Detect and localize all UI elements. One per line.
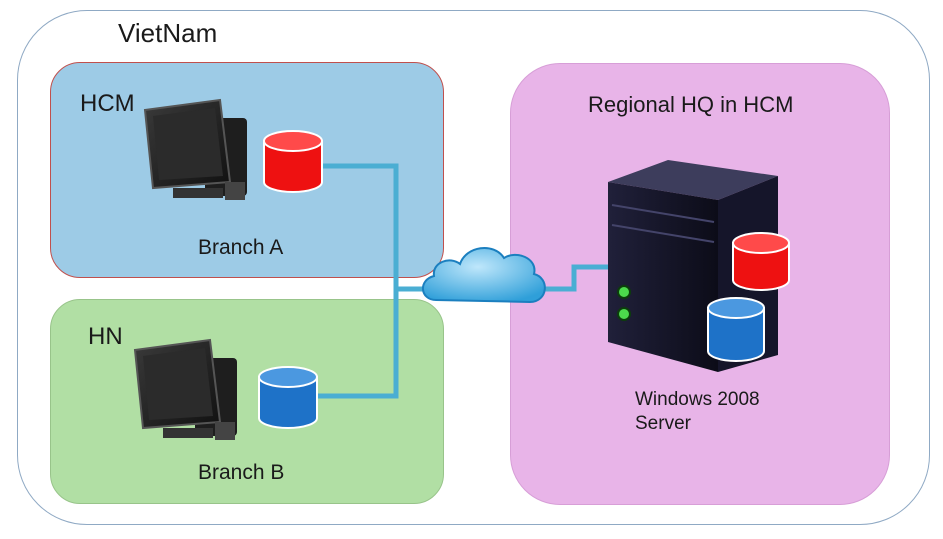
branch-a-label: Branch A (198, 236, 284, 259)
pos-terminal-icon (133, 338, 237, 440)
server-os-label: Windows 2008 (635, 389, 760, 410)
cloud-icon (422, 246, 546, 304)
connection-lines (318, 163, 608, 399)
hcm-region-title: HCM (80, 90, 135, 117)
branch-a-link (323, 163, 430, 292)
branch-b-label: Branch B (198, 461, 285, 484)
server-os-label-line2: Server (635, 413, 691, 434)
database-icon (258, 366, 318, 429)
database-icon (732, 232, 790, 291)
hn-region-box (50, 299, 444, 504)
pos-terminal-icon (143, 98, 247, 200)
branch-b-link (318, 289, 399, 399)
database-icon (263, 130, 323, 193)
database-icon (707, 297, 765, 362)
hq-link (540, 264, 608, 292)
country-label: VietNam (118, 18, 218, 48)
hq-region-title: Regional HQ in HCM (588, 92, 794, 117)
hn-region-title: HN (88, 323, 123, 350)
